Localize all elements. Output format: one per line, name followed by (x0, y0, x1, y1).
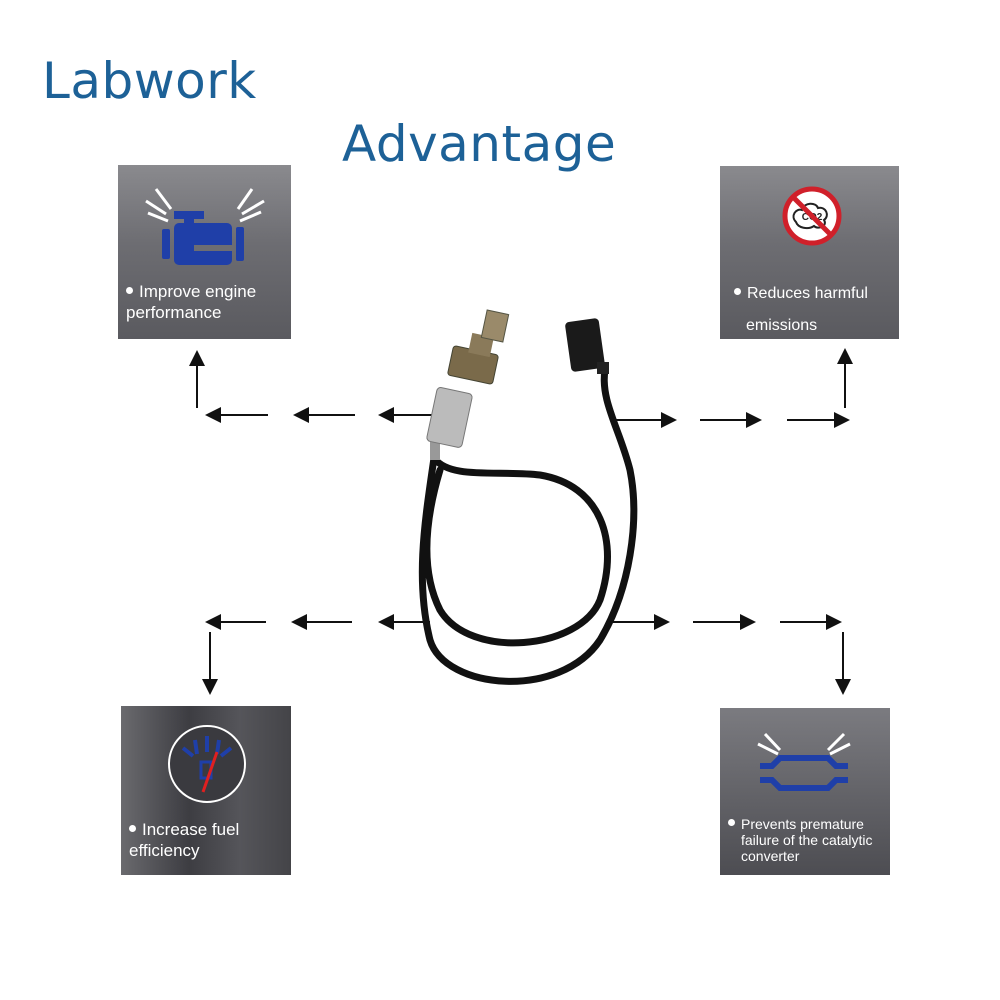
advantage-text: Improve engine performance (126, 282, 257, 322)
advantage-card-fuel: Increase fuel efficiency (121, 706, 291, 875)
advantage-card-catalytic: Prevents premature failure of the cataly… (720, 708, 890, 875)
subtitle: Advantage (342, 115, 617, 173)
advantage-card-engine: Improve engine performance (118, 165, 291, 339)
oxygen-sensor-image (418, 309, 638, 685)
engine-icon (145, 188, 265, 265)
catalytic-converter-icon (757, 732, 851, 791)
arrows (189, 348, 853, 695)
advantage-text: Prevents premature failure of the cataly… (728, 816, 886, 864)
advantage-text: Increase fuel efficiency (129, 820, 240, 860)
brand-title: Labwork (42, 52, 257, 110)
no-co2-icon: CO2 (782, 186, 842, 246)
advantage-text: Reduces harmful emissions (728, 278, 895, 342)
advantage-card-emissions: CO2 Reduces harmful emissions (720, 166, 899, 339)
fuel-gauge-icon (168, 725, 246, 803)
